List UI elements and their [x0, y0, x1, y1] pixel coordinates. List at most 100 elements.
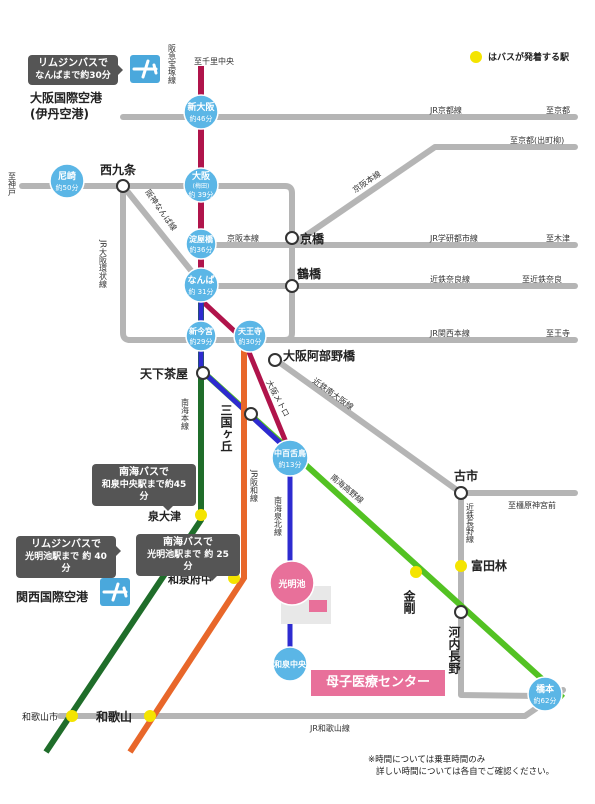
label-tsuruhashi: 鶴橋 — [297, 266, 322, 281]
station-labels: 西九条 京橋 鶴橋 大阪阿部野橋 天下茶屋 三国ヶ丘 古市 富田林 金剛 河内長… — [22, 162, 507, 724]
footnote-line2: 詳しい時間については各自でご確認ください。 — [376, 767, 555, 777]
airplane-icon-itami — [130, 55, 160, 83]
station-osaka-time: 約 39分 — [188, 190, 213, 199]
station-tennoji[interactable]: 天王寺 約30分 — [233, 319, 267, 353]
station-nakamozu-time: 約13分 — [279, 460, 302, 469]
label-nankai-senboku: 南海泉北線 — [274, 495, 283, 536]
callout-itami-line1: リムジンバスで — [38, 58, 108, 69]
station-dot-kawachinagano[interactable] — [454, 605, 468, 619]
legend-bus-dot — [470, 50, 482, 63]
station-tennoji-name: 天王寺 — [238, 326, 262, 336]
station-tennoji-time: 約30分 — [239, 337, 262, 346]
station-shin-osaka-time: 約46分 — [190, 114, 213, 123]
jr-loop-line — [120, 183, 295, 343]
label-nishikujo: 西九条 — [100, 162, 137, 177]
label-jr-hanwa: JR阪和線 — [250, 469, 259, 502]
destination-hospital-label[interactable]: 母子医療センター — [311, 670, 445, 696]
legend: はバスが発着する駅 — [470, 50, 569, 63]
terminal-kintetsu-nara: 至近鉄奈良 — [522, 274, 562, 284]
station-osaka-sub: (梅田) — [193, 182, 210, 190]
terminal-kobe: 至神戸 — [8, 172, 17, 197]
terminal-kizu: 至木津 — [546, 233, 570, 243]
station-amagasaki-name: 尼崎 — [58, 170, 76, 182]
station-namba[interactable]: なんば 約 31分 — [183, 267, 219, 303]
callout-komyoike-line2: 光明池駅まで 約 25 分 — [147, 550, 229, 572]
station-hashimoto-time: 約62分 — [534, 696, 557, 705]
station-namba-name: なんば — [187, 274, 214, 286]
label-izumiotsu: 泉大津 — [147, 509, 181, 523]
terminal-labels: 至千里中央 至京都 至京都(出町柳) 至木津 至近鉄奈良 至王寺 至神戸 至橿原… — [8, 56, 571, 510]
label-keihan: 京阪本線 — [227, 233, 259, 243]
label-jr-gakken: JR学研都市線 — [429, 233, 478, 243]
label-abenobashi: 大阪阿部野橋 — [283, 348, 356, 363]
hanshin-namba-line — [120, 183, 204, 286]
station-yodoyabashi-time: 約36分 — [190, 245, 213, 254]
itami-airport-name: 大阪国際空港 — [30, 91, 103, 105]
label-kintetsu-nara: 近鉄奈良線 — [430, 274, 470, 284]
station-dot-furuichi[interactable] — [454, 486, 468, 500]
station-dot-mikunigaoka[interactable] — [244, 407, 258, 421]
station-osaka-umeda[interactable]: 大阪 (梅田) 約 39分 — [183, 167, 219, 203]
callout-izumichuo-line2: 和泉中央駅まで約45分 — [101, 480, 187, 502]
kintetsu-minami-osaka-line — [273, 357, 464, 496]
callout-itami-line2: なんばまで約30分 — [35, 71, 111, 81]
bus-station-kongo[interactable] — [410, 566, 422, 578]
station-shin-osaka[interactable]: 新大阪 約46分 — [183, 94, 219, 130]
kansai-airport-label: 関西国際空港 — [16, 590, 89, 604]
station-osaka-name: 大阪 — [192, 170, 211, 182]
itami-airport-label: 大阪国際空港 (伊丹空港) — [30, 90, 102, 122]
station-amagasaki[interactable]: 尼崎 約50分 — [49, 163, 85, 199]
footnote-line1: ※時間については乗車時間のみ — [368, 755, 486, 765]
label-furuichi: 古市 — [454, 468, 478, 483]
label-jr-kyoto: JR京都線 — [429, 105, 462, 115]
station-dot-tsuruhashi[interactable] — [285, 279, 299, 293]
station-namba-time: 約 31分 — [188, 287, 213, 296]
hospital-mark — [309, 600, 327, 612]
station-shin-imamiya[interactable]: 新今宮 約29分 — [185, 320, 217, 352]
station-komyoike-name: 光明池 — [277, 578, 305, 590]
label-kongo: 金剛 — [402, 589, 416, 615]
label-mikunigaoka: 三国ヶ丘 — [219, 404, 233, 452]
callout-komyoike-line1: 南海バスで — [163, 537, 213, 548]
gray-lines — [19, 114, 578, 719]
station-shin-imamiya-name: 新今宮 — [189, 326, 213, 336]
station-dot-tengachaya[interactable] — [196, 366, 210, 380]
terminal-senri-chuo: 至千里中央 — [194, 56, 234, 66]
nankai-koya-to-kawachinagano — [458, 609, 543, 699]
station-komyoike[interactable]: 光明池 — [269, 560, 331, 624]
callout-izumichuo-line1: 南海バスで — [119, 467, 169, 478]
label-wakayama: 和歌山 — [95, 709, 132, 724]
station-yodoyabashi[interactable]: 淀屋橋 約36分 — [185, 228, 217, 260]
bus-station-tondabayashi[interactable] — [455, 560, 467, 572]
nankai-bus-callout-komyoike: 南海バスで 光明池駅まで 約 25 分 — [136, 534, 240, 581]
bus-station-wakayama[interactable] — [144, 710, 156, 722]
station-amagasaki-time: 約50分 — [56, 183, 79, 192]
label-wakayamashi: 和歌山市 — [22, 711, 58, 723]
station-shin-imamiya-time: 約29分 — [190, 337, 213, 346]
bus-station-wakayamashi[interactable] — [66, 710, 78, 722]
callout-kansai-line2: 光明池駅まで 約 40 分 — [25, 552, 107, 574]
label-kyobashi: 京橋 — [300, 231, 325, 246]
label-nankai-main: 南海本線 — [181, 397, 190, 430]
bus-station-izumiotsu[interactable] — [195, 509, 207, 521]
label-tondabayashi: 富田林 — [471, 558, 507, 573]
label-jr-kanjo: JR大阪環状線 — [99, 239, 108, 288]
jr-hanwa-line — [127, 342, 247, 754]
label-jr-wakayama: JR和歌山線 — [309, 723, 350, 733]
station-dot-kyobashi[interactable] — [285, 231, 299, 245]
legend-label: はバスが発着する駅 — [488, 53, 570, 63]
station-hashimoto[interactable]: 橋本 約62分 — [527, 676, 563, 712]
station-dot-nishikujo[interactable] — [116, 179, 130, 193]
nankai-bus-callout-izumichuo: 南海バスで 和泉中央駅まで約45分 — [92, 464, 196, 511]
footnote: ※時間については乗車時間のみ 詳しい時間については各自でご確認ください。 — [368, 754, 554, 778]
station-izumi-chuo[interactable]: 和泉中央 — [272, 646, 308, 682]
label-jr-kansai: JR関西本線 — [429, 328, 470, 338]
white-stations — [116, 179, 468, 619]
limousine-bus-callout-kansai: リムジンバスで 光明池駅まで 約 40 分 — [16, 536, 121, 578]
itami-airport-sub: (伊丹空港) — [30, 107, 89, 121]
station-nakamozu[interactable]: 中百舌鳥 約13分 — [271, 439, 309, 477]
station-dot-abenobashi[interactable] — [268, 353, 282, 367]
airplane-icon-kansai — [100, 578, 130, 606]
